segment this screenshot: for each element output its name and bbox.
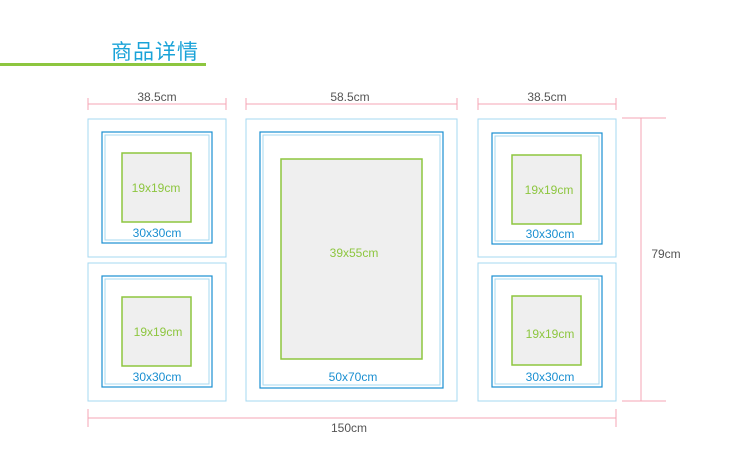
dim-left-width: 38.5cm — [87, 90, 227, 110]
frame-left-top: 19x19cm 30x30cm — [87, 118, 227, 258]
title-underline — [0, 63, 206, 66]
outer-size-label: 30x30cm — [133, 226, 182, 240]
dim-total-height: 79cm — [622, 117, 681, 402]
inner-size-label: 19x19cm — [525, 183, 574, 197]
dim-total-width-label: 150cm — [331, 421, 367, 435]
frame-center-large: 39x55cm 50x70cm — [245, 118, 458, 402]
outer-size-label: 50x70cm — [329, 370, 378, 384]
outer-size-label: 30x30cm — [526, 227, 575, 241]
dim-right-width: 38.5cm — [477, 90, 617, 110]
inner-size-label: 19x19cm — [132, 181, 181, 195]
inner-size-label: 39x55cm — [330, 246, 379, 260]
dim-total-height-label: 79cm — [651, 247, 680, 261]
dim-left-width-label: 38.5cm — [137, 90, 176, 104]
inner-size-label: 19x19cm — [526, 327, 575, 341]
frame-right-bottom: 19x19cm 30x30cm — [477, 262, 617, 402]
frame-right-top: 19x19cm 30x30cm — [477, 118, 617, 258]
dim-right-width-label: 38.5cm — [527, 90, 566, 104]
dim-center-width: 58.5cm — [245, 90, 458, 110]
dim-total-width: 150cm — [87, 409, 617, 435]
outer-size-label: 30x30cm — [526, 370, 575, 384]
outer-size-label: 30x30cm — [133, 370, 182, 384]
page-title: 商品详情 — [111, 40, 199, 64]
frame-left-bottom: 19x19cm 30x30cm — [87, 262, 227, 402]
inner-size-label: 19x19cm — [134, 325, 183, 339]
dim-center-width-label: 58.5cm — [330, 90, 369, 104]
